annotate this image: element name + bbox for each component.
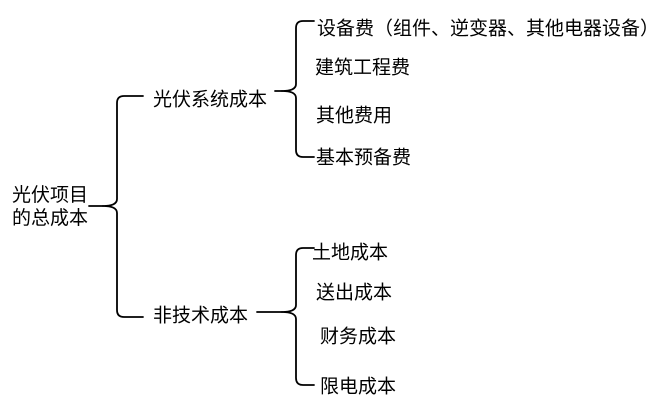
leaf-financial-cost: 财务成本 xyxy=(320,326,397,348)
pv-system-children-brace xyxy=(281,20,315,158)
leaf-basic-reserve-fee: 基本预备费 xyxy=(316,147,412,169)
leaf-curtailment-cost: 限电成本 xyxy=(320,376,397,398)
leaf-other-fees: 其他费用 xyxy=(316,105,393,127)
leaf-construction-cost: 建筑工程费 xyxy=(315,57,411,79)
leaf-equipment-cost: 设备费（组件、逆变器、其他电器设备） xyxy=(317,18,660,40)
branch-label-pv-system: 光伏系统成本 xyxy=(153,89,268,111)
branch-label-non-technical: 非技术成本 xyxy=(153,305,249,327)
leaf-transmission-cost: 送出成本 xyxy=(316,282,393,304)
root-brace xyxy=(102,95,144,318)
leaf-land-cost: 土地成本 xyxy=(312,242,389,264)
root-label: 光伏项目 的总成本 xyxy=(12,185,89,229)
non-technical-children-brace xyxy=(281,247,315,386)
